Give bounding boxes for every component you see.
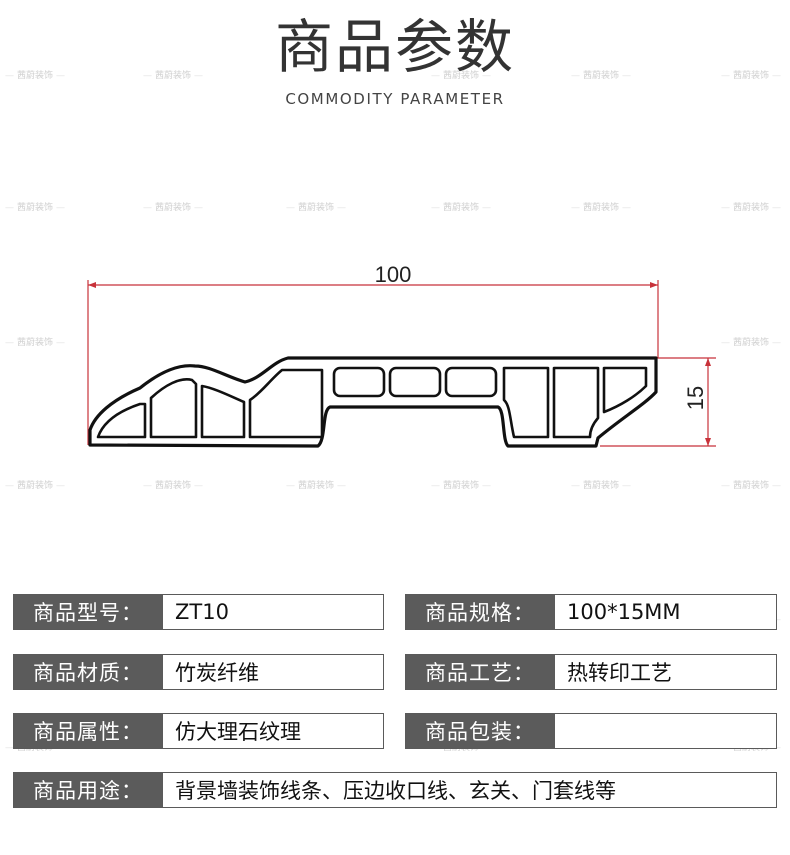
watermark: 茜蔚装饰 xyxy=(428,478,494,491)
watermark: 茜蔚装饰 xyxy=(428,68,494,81)
param-value: 背景墙装饰线条、压边收口线、玄关、门套线等 xyxy=(162,773,776,807)
watermark: 茜蔚装饰 xyxy=(140,200,206,213)
watermark: 茜蔚装饰 xyxy=(283,478,349,491)
param-label: 商品属性： xyxy=(14,714,162,748)
param-value: 竹炭纤维 xyxy=(162,655,383,689)
param-label: 商品材质： xyxy=(14,655,162,689)
watermark: 茜蔚装饰 xyxy=(568,478,634,491)
watermark: 茜蔚装饰 xyxy=(428,200,494,213)
watermark: 茜蔚装饰 xyxy=(718,200,784,213)
watermark: 茜蔚装饰 xyxy=(718,68,784,81)
param-label: 商品工艺： xyxy=(406,655,554,689)
watermark: 茜蔚装饰 xyxy=(2,68,68,81)
watermark: 茜蔚装饰 xyxy=(140,478,206,491)
param-label: 商品规格： xyxy=(406,595,554,629)
param-package-row: 商品包装： xyxy=(405,713,777,749)
param-usage-row: 商品用途： 背景墙装饰线条、压边收口线、玄关、门套线等 xyxy=(13,772,777,808)
param-value: 100*15MM xyxy=(554,595,776,629)
page-subtitle: COMMODITY PARAMETER xyxy=(285,90,505,108)
watermark: 茜蔚装饰 xyxy=(140,68,206,81)
watermark: 茜蔚装饰 xyxy=(718,478,784,491)
watermark: 茜蔚装饰 xyxy=(718,335,784,348)
page-title: 商品参数 xyxy=(274,13,515,81)
profile-outline xyxy=(88,356,658,448)
watermark: 茜蔚装饰 xyxy=(568,68,634,81)
watermark: 茜蔚装饰 xyxy=(568,200,634,213)
watermark: 茜蔚装饰 xyxy=(283,200,349,213)
param-attribute-row: 商品属性： 仿大理石纹理 xyxy=(13,713,384,749)
profile-drawing: 100 15 xyxy=(87,262,716,448)
param-value: 热转印工艺 xyxy=(554,655,776,689)
param-label: 商品包装： xyxy=(406,714,554,748)
param-label: 商品用途： xyxy=(14,773,162,807)
param-label: 商品型号： xyxy=(14,595,162,629)
param-craft-row: 商品工艺： 热转印工艺 xyxy=(405,654,777,690)
param-material-row: 商品材质： 竹炭纤维 xyxy=(13,654,384,690)
height-label: 15 xyxy=(683,386,708,410)
param-model-row: 商品型号： ZT10 xyxy=(13,594,384,630)
param-spec-row: 商品规格： 100*15MM xyxy=(405,594,777,630)
width-label: 100 xyxy=(375,262,412,287)
param-value: ZT10 xyxy=(162,595,383,629)
height-dimension xyxy=(600,357,716,447)
param-value xyxy=(554,714,776,748)
width-dimension xyxy=(87,280,659,445)
watermark: 茜蔚装饰 xyxy=(2,335,68,348)
param-value: 仿大理石纹理 xyxy=(162,714,383,748)
watermark: 茜蔚装饰 xyxy=(2,478,68,491)
watermark: 茜蔚装饰 xyxy=(2,200,68,213)
